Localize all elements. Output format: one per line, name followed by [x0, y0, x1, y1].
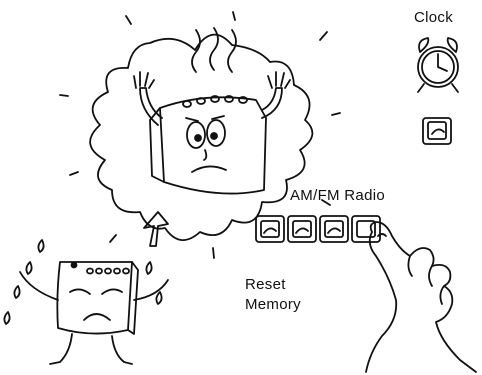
am-fm-radio-label: AM/FM Radio — [290, 187, 385, 204]
clock-button[interactable] — [422, 117, 452, 145]
alarm-clock-icon — [417, 37, 459, 93]
reset-label: Reset — [245, 276, 286, 293]
radio-button[interactable] — [351, 215, 381, 243]
radio-button[interactable] — [255, 215, 285, 243]
burst-icon — [59, 11, 341, 259]
radio-button[interactable] — [287, 215, 317, 243]
clock-label: Clock — [414, 9, 454, 26]
up-arrow-icon — [143, 211, 169, 247]
radio-button[interactable] — [319, 215, 349, 243]
memory-label: Memory — [245, 296, 301, 313]
pressing-hand — [365, 221, 477, 373]
startled-radio-character — [133, 27, 291, 195]
crying-radio-character — [3, 239, 169, 365]
